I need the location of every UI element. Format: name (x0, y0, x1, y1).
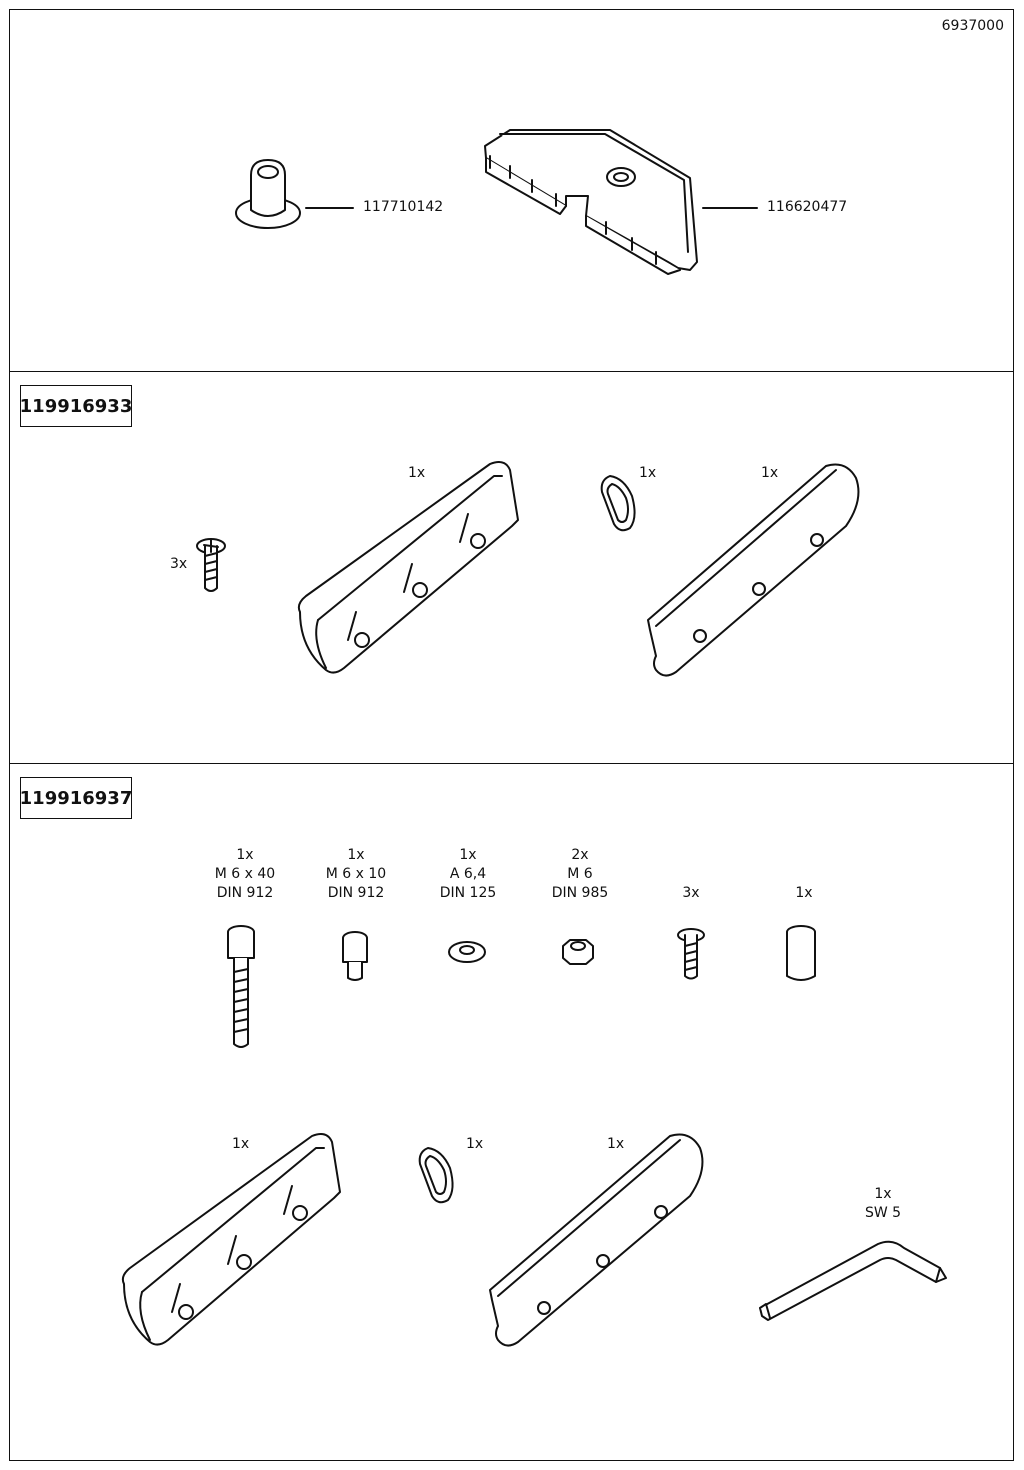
kit-number-119916933: 119916933 (20, 385, 132, 427)
hardware-spec-3: 1x A 6,4 DIN 125 (418, 846, 518, 903)
hardware-3-size: A 6,4 (449, 866, 487, 882)
hardware-3-qty: 1x (459, 847, 477, 863)
hardware-4-size: M 6 (567, 866, 593, 882)
insert-quantity-section3: 1x (466, 1136, 484, 1152)
screw-part-section3 (678, 929, 704, 979)
document-number: 6937000 (941, 18, 1004, 34)
hex-key-qty: 1x (874, 1186, 892, 1202)
washer-part (449, 942, 485, 962)
section-divider-1 (9, 371, 1014, 372)
angle-bracket-part (485, 130, 697, 274)
kit-number-119916937: 119916937 (20, 777, 132, 819)
hardware-3-standard: DIN 125 (439, 885, 497, 901)
hex-key-size: SW 5 (864, 1205, 902, 1221)
lock-nut-part (563, 940, 593, 964)
hardware-5-qty: 3x (682, 885, 700, 901)
hardware-2-qty: 1x (347, 847, 365, 863)
hardware-6-qty: 1x (795, 885, 813, 901)
cover-quantity-section3: 1x (607, 1136, 625, 1152)
hex-key-spec: 1x SW 5 (843, 1185, 923, 1223)
drawing-frame (9, 9, 1014, 1461)
hex-key-part (760, 1242, 946, 1320)
cap-screw-m6x40-part (228, 926, 254, 1047)
end-cap-part (299, 462, 518, 673)
insert-quantity: 1x (639, 465, 657, 481)
hardware-1-qty: 1x (236, 847, 254, 863)
screw-part (197, 539, 225, 591)
hardware-4-qty: 2x (571, 847, 589, 863)
part-number-bracket: 116620477 (767, 199, 848, 215)
hardware-spec-2: 1x M 6 x 10 DIN 912 (306, 846, 406, 903)
cover-quantity: 1x (761, 465, 779, 481)
rubber-insert-part-section3 (420, 1148, 453, 1202)
hardware-1-size: M 6 x 40 (214, 866, 276, 882)
section-divider-2 (9, 763, 1014, 764)
end-cap-quantity: 1x (408, 465, 426, 481)
rubber-stopper-part (236, 160, 300, 228)
end-cap-part-section3 (123, 1134, 340, 1345)
end-cap-quantity-section3: 1x (232, 1136, 250, 1152)
hardware-2-size: M 6 x 10 (325, 866, 387, 882)
hardware-2-standard: DIN 912 (327, 885, 385, 901)
hardware-spec-4: 2x M 6 DIN 985 (530, 846, 630, 903)
rubber-insert-part (602, 476, 635, 530)
part-number-stopper: 117710142 (363, 199, 444, 215)
spacer-sleeve-part (787, 926, 815, 980)
cover-profile-part (648, 465, 858, 676)
hardware-spec-1: 1x M 6 x 40 DIN 912 (195, 846, 295, 903)
hardware-1-standard: DIN 912 (216, 885, 274, 901)
hardware-4-standard: DIN 985 (551, 885, 609, 901)
screw-quantity: 3x (170, 556, 188, 572)
cap-screw-m6x10-part (343, 932, 367, 980)
cover-profile-part-section3 (490, 1135, 702, 1346)
